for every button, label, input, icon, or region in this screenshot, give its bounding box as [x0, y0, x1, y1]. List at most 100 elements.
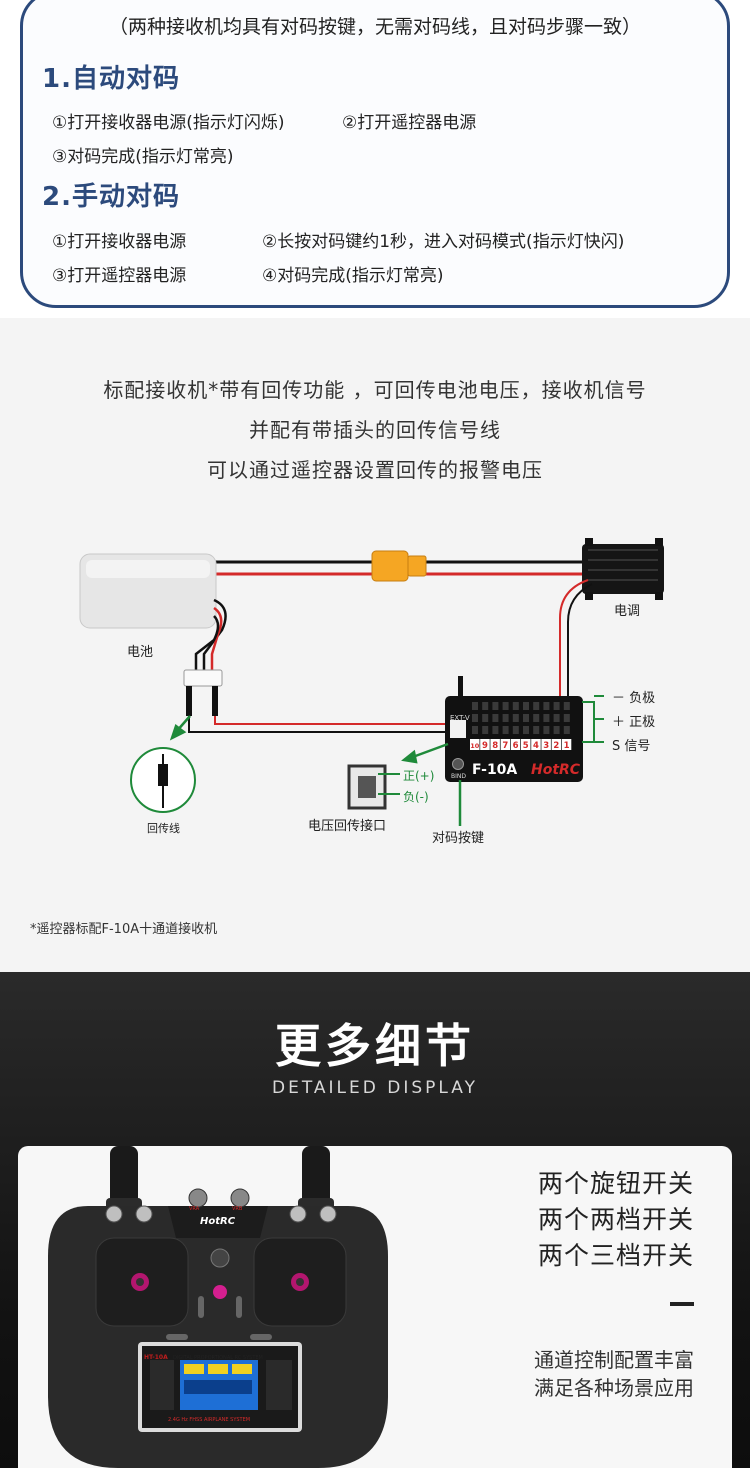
knob-left-label: VRA — [189, 1206, 200, 1212]
receiver-pin — [472, 726, 478, 734]
desc-line-2: 满足各种场景应用 — [534, 1376, 694, 1400]
pairing-note: （两种接收机均具有对码按键，无需对码线，且对码步骤一致） — [108, 16, 641, 38]
voltage-port-icon — [347, 764, 400, 810]
receiver-pin — [563, 714, 570, 722]
auto-step-2: ②打开遥控器电源 — [342, 113, 477, 133]
feature-divider — [670, 1302, 694, 1306]
receiver-pin — [492, 726, 499, 734]
pin-bracket — [582, 695, 604, 743]
details-card: DIGITAL PROPORTIONAL RC SYSTEM HT-10A 2.… — [18, 1146, 732, 1468]
channel-label-bg — [541, 739, 551, 750]
trim-buttons[interactable] — [166, 1296, 272, 1340]
feature-1: 两个旋钮开关 — [537, 1169, 694, 1198]
manual-step-1: ①打开接收器电源 — [52, 232, 187, 252]
auto-step-3: ③对码完成(指示灯常亮) — [52, 147, 234, 167]
balance-lead — [194, 598, 227, 670]
power-button[interactable] — [210, 1248, 230, 1268]
esc-unit — [582, 538, 664, 600]
receiver-pin — [543, 726, 550, 734]
channel-number-3: 3 — [543, 741, 549, 751]
port-pos-label: 正(+) — [403, 769, 435, 783]
left-gimbal[interactable] — [95, 1237, 189, 1327]
channel-number-8: 8 — [492, 741, 498, 751]
receiver-pin — [482, 702, 489, 710]
receiver-pin — [482, 714, 489, 722]
balance-plug — [183, 669, 223, 716]
channel-label-bg — [500, 739, 511, 750]
receiver-pin — [472, 702, 478, 710]
channel-label-bg — [531, 739, 541, 750]
toggle-switches[interactable] — [105, 1205, 337, 1223]
details-title: 更多细节 — [275, 1019, 475, 1073]
channel-number-9: 9 — [482, 741, 488, 751]
telemetry-line-1: 标配接收机*带有回传功能 ，可回传电池电压，接收机信号 — [103, 378, 647, 402]
receiver-brand: HotRC — [531, 762, 581, 778]
channel-label-bg — [470, 739, 480, 750]
lcd-screen — [138, 1342, 302, 1432]
channel-label-bg — [521, 739, 531, 750]
receiver-pin — [523, 702, 529, 710]
xt60-connector — [371, 550, 427, 582]
bind-text: BIND — [451, 773, 466, 780]
receiver-pin — [502, 702, 509, 710]
receiver-pin — [492, 702, 499, 710]
receiver-pin — [492, 714, 499, 722]
esc-label: 电调 — [614, 604, 641, 619]
pairing-section: （两种接收机均具有对码按键，无需对码线，且对码步骤一致） 1.自动对码 ①打开接… — [0, 0, 750, 318]
receiver-pin — [482, 726, 489, 734]
feature-3: 两个三档开关 — [537, 1241, 694, 1270]
receiver-pin — [523, 726, 529, 734]
auto-step-1: ①打开接收器电源(指示灯闪烁) — [52, 113, 285, 133]
receiver-pin — [533, 714, 540, 722]
channel-number-2: 2 — [553, 741, 559, 751]
knob-right-label: VRB — [232, 1206, 243, 1212]
center-light — [213, 1285, 227, 1299]
transmitter-brand: HotRC — [200, 1216, 236, 1227]
receiver-pin — [512, 726, 519, 734]
manual-step-3: ③打开遥控器电源 — [52, 266, 187, 286]
receiver-pin — [533, 726, 540, 734]
receiver-pin — [563, 702, 570, 710]
battery-pack — [79, 553, 217, 629]
channel-number-4: 4 — [533, 741, 539, 751]
details-section: 更多细节 DETAILED DISPLAY — [0, 972, 750, 1468]
receiver-pin-header — [450, 702, 570, 738]
channel-label-bg — [490, 739, 500, 750]
receiver-pin — [472, 714, 478, 722]
details-subtitle: DETAILED DISPLAY — [272, 1078, 478, 1098]
screen-model: HT-10A — [144, 1354, 168, 1361]
receiver-pin — [502, 714, 509, 722]
receiver-pin — [563, 726, 570, 734]
receiver-pin — [553, 726, 560, 734]
channel-label-bg — [510, 739, 521, 750]
manual-step-4: ④对码完成(指示灯常亮) — [262, 266, 444, 286]
telemetry-leads — [188, 716, 450, 733]
telemetry-wire-icon — [130, 747, 196, 813]
ext-v-socket — [450, 720, 466, 738]
channel-label-bg — [480, 739, 490, 750]
right-gimbal[interactable] — [253, 1237, 347, 1327]
battery-label: 电池 — [127, 645, 154, 660]
esc-signal-wires — [559, 579, 593, 708]
receiver-pin — [553, 702, 560, 710]
telemetry-line-2: 并配有带插头的回传信号线 — [249, 418, 501, 442]
receiver-pin — [533, 702, 540, 710]
receiver-pin — [543, 702, 550, 710]
rotary-knobs[interactable] — [188, 1188, 250, 1208]
pos-pin-label: ＋ 正极 — [612, 715, 656, 730]
channel-number-6: 6 — [513, 741, 519, 751]
telemetry-line-3: 可以通过遥控器设置回传的报警电压 — [207, 458, 543, 482]
manual-pairing-title: 2.手动对码 — [42, 182, 180, 212]
receiver-pin — [512, 702, 519, 710]
receiver-model: F-10A — [472, 762, 518, 778]
receiver-pin — [543, 714, 550, 722]
bind-button-label: 对码按键 — [432, 831, 485, 846]
bind-button[interactable] — [452, 758, 464, 770]
telemetry-section: 标配接收机*带有回传功能 ，可回传电池电压，接收机信号 并配有带插头的回传信号线… — [0, 318, 750, 972]
channel-number-5: 5 — [523, 741, 529, 751]
telemetry-wire-label: 回传线 — [147, 822, 180, 835]
receiver-footnote: *遥控器标配F-10A十通道接收机 — [30, 922, 218, 937]
signal-pin-label: S 信号 — [612, 739, 651, 754]
